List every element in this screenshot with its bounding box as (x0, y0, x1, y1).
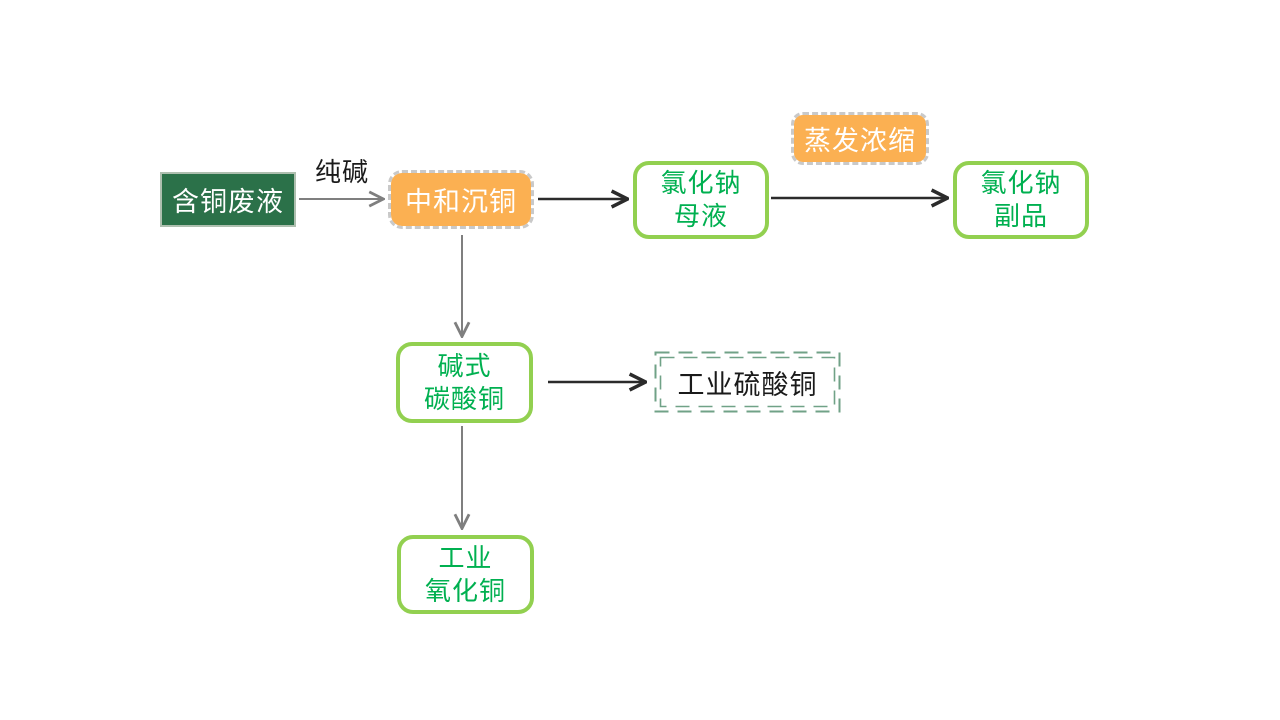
double-dashed-border (654, 351, 841, 413)
node-evaporation-concentration-label: 蒸发浓缩 (804, 126, 916, 156)
node-nacl-mother-liquor: 氯化钠 母液 (633, 161, 769, 239)
node-industrial-copper-oxide-line1: 工业 (438, 542, 493, 573)
node-nacl-byproduct-line1: 氯化钠 (980, 168, 1062, 198)
node-copper-waste-liquid: 含铜废液 (160, 172, 296, 227)
node-nacl-byproduct-line2: 副品 (993, 201, 1048, 231)
node-industrial-copper-sulfate-label: 工业硫酸铜 (677, 369, 818, 400)
node-industrial-copper-oxide-line2: 氧化铜 (424, 575, 506, 606)
edge-label-soda-ash: 纯碱 (314, 157, 369, 187)
node-neutralize-precipitate-copper: 中和沉铜 (388, 170, 534, 229)
node-neutralize-precipitate-copper-label: 中和沉铜 (405, 187, 517, 217)
node-basic-copper-carbonate-line1: 碱式 (437, 350, 492, 381)
node-nacl-mother-liquor-line1: 氯化钠 (660, 168, 742, 198)
node-basic-copper-carbonate-line2: 碳酸铜 (423, 383, 505, 414)
node-nacl-byproduct: 氯化钠 副品 (953, 161, 1089, 239)
node-industrial-copper-sulfate: 工业硫酸铜 (654, 351, 841, 413)
node-evaporation-concentration: 蒸发浓缩 (791, 112, 929, 165)
node-nacl-mother-liquor-line2: 母液 (673, 201, 728, 231)
node-basic-copper-carbonate: 碱式 碳酸铜 (396, 342, 533, 423)
node-industrial-copper-oxide: 工业 氧化铜 (397, 535, 534, 614)
node-copper-waste-liquid-label: 含铜废液 (172, 187, 284, 217)
